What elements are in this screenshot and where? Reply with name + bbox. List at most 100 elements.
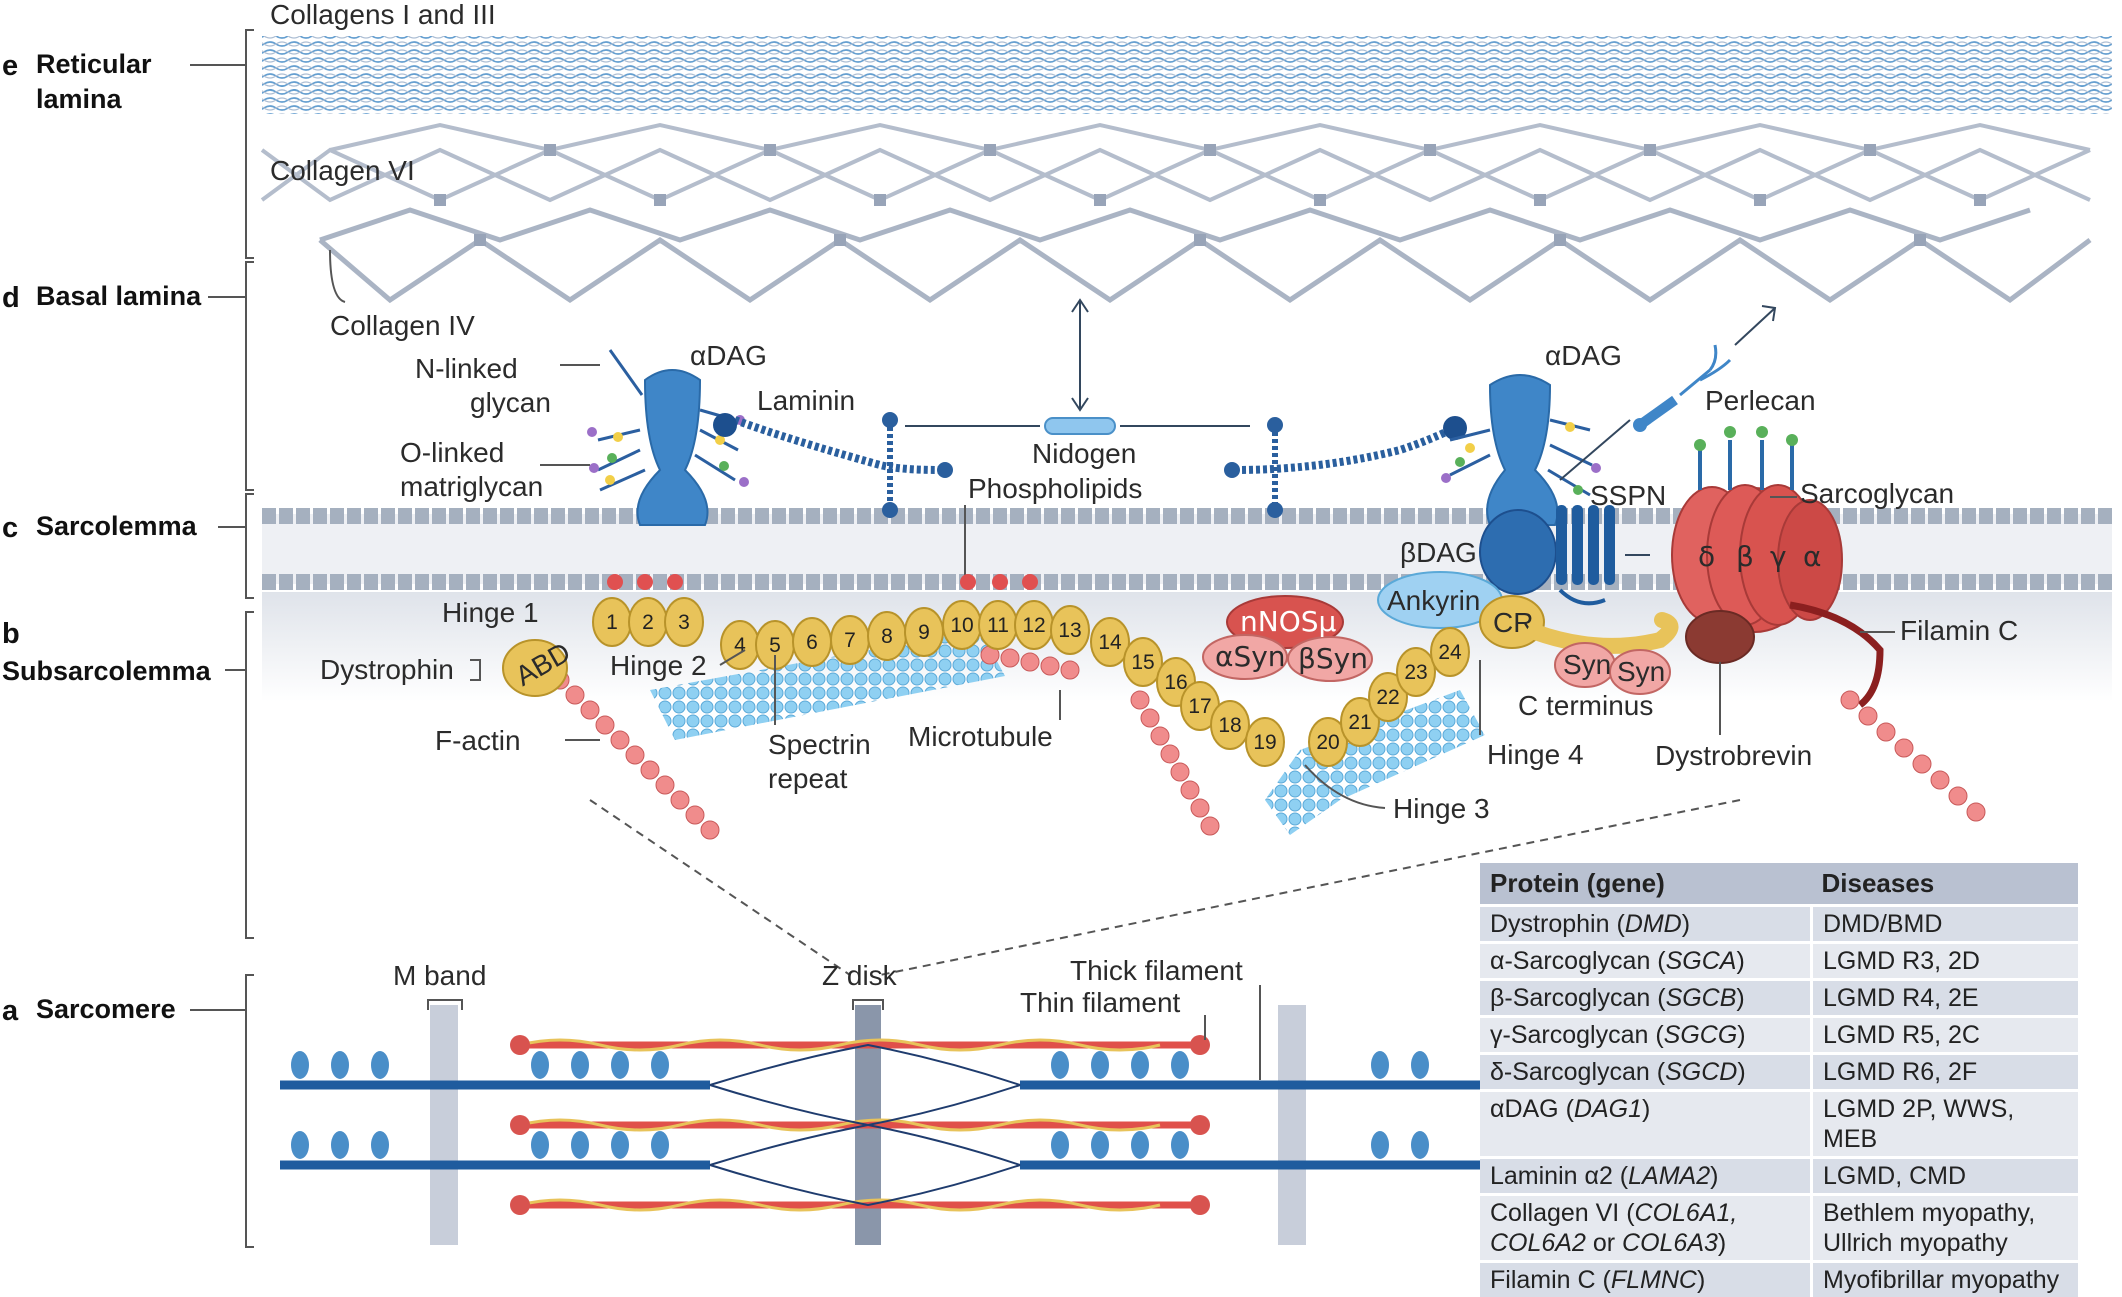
collagen-iv-network [320, 210, 2090, 300]
filamin-c-label: Filamin C [1900, 615, 2018, 646]
collagen-vi-network [262, 125, 2090, 200]
bsyn-label: βSyn [1298, 642, 1368, 675]
gene-name: LAMA2 [1628, 1162, 1710, 1190]
spectrin-repeat-number-22: 22 [1376, 686, 1399, 709]
sarcoglycan-delta-label: δ [1698, 540, 1715, 573]
gene-name: SGCG [1664, 1021, 1738, 1049]
spectrin-label: Spectrin [768, 729, 871, 760]
o-linked-label: O-linked [400, 437, 504, 468]
spectrin-repeat-number-14: 14 [1098, 631, 1122, 654]
table-row: Laminin α2 (LAMA2)LGMD, CMD [1480, 1158, 2078, 1195]
disease-cell: LGMD R5, 2C [1812, 1017, 2079, 1054]
syn1-label: Syn [1563, 649, 1611, 680]
spectrin-repeat-number-17: 17 [1188, 695, 1211, 718]
table-row: δ-Sarcoglycan (SGCD)LGMD R6, 2F [1480, 1054, 2078, 1091]
z-disk-label: Z disk [822, 960, 898, 991]
table-row: α-Sarcoglycan (SGCA)LGMD R3, 2D [1480, 943, 2078, 980]
alpha-dag-right-label: αDAG [1545, 340, 1622, 371]
nidogen [905, 300, 1250, 434]
m-band-label: M band [393, 960, 486, 991]
alpha-dag-left [587, 350, 749, 525]
matriglycan-label: matriglycan [400, 471, 543, 502]
section-name-subsarcolemma: Subsarcolemma [2, 656, 212, 686]
section-e-label: e Reticular lamina [2, 49, 152, 114]
table-header-row: Protein (gene) Diseases [1480, 863, 2078, 906]
gene-name: SGCD [1665, 1058, 1737, 1086]
section-a-label: a Sarcomere [2, 994, 176, 1027]
protein-disease-table: Protein (gene) Diseases Dystrophin (DMD)… [1480, 863, 2078, 1297]
spectrin-repeat-number-11: 11 [987, 614, 1009, 637]
table-row: αDAG (DAG1)LGMD 2P, WWS, MEB [1480, 1091, 2078, 1158]
nnos-label: nNOSμ [1240, 605, 1337, 638]
sarcoglycan-gamma-label: γ [1770, 540, 1787, 573]
alpha-dag-left-label: αDAG [690, 340, 767, 371]
gene-name: FLMNC [1611, 1266, 1697, 1294]
disease-cell: LGMD R4, 2E [1812, 980, 2079, 1017]
beta-dag-label: βDAG [1400, 537, 1477, 568]
laminin-right [1224, 416, 1467, 518]
f-actin-label: F-actin [435, 725, 521, 756]
spectrin-repeat-number-13: 13 [1058, 619, 1081, 642]
spectrin-repeat-number-19: 19 [1253, 731, 1276, 754]
ankyrin-label: Ankyrin [1387, 585, 1480, 616]
collagen-i-iii-fibrils [262, 36, 2112, 114]
section-letter-d: d [2, 282, 20, 314]
protein-gene-cell: αDAG (DAG1) [1480, 1091, 1812, 1158]
sspn-label: SSPN [1590, 480, 1666, 511]
spectrin-repeat-number-8: 8 [881, 625, 893, 648]
thick-filament-label: Thick filament [1070, 955, 1243, 986]
glycan-label: glycan [470, 387, 551, 418]
protein-gene-cell: Collagen VI (COL6A1,COL6A2 or COL6A3) [1480, 1195, 1812, 1262]
protein-gene-cell: Filamin C (FLMNC) [1480, 1262, 1812, 1297]
repeat-label: repeat [768, 763, 848, 794]
gene-name: DMD [1625, 910, 1682, 938]
protein-gene-cell: Laminin α2 (LAMA2) [1480, 1158, 1812, 1195]
disease-cell: LGMD R3, 2D [1812, 943, 2079, 980]
phospholipids-label: Phospholipids [968, 473, 1142, 504]
disease-cell: LGMD, CMD [1812, 1158, 2079, 1195]
hinge3-label: Hinge 3 [1393, 793, 1490, 824]
section-c-label: c Sarcolemma [2, 511, 198, 544]
section-name-reticular: Reticular [36, 49, 152, 79]
asyn-label: αSyn [1215, 640, 1286, 673]
microtubule-label: Microtubule [908, 721, 1053, 752]
disease-cell: LGMD R6, 2F [1812, 1054, 2079, 1091]
spectrin-repeat-number-2: 2 [642, 611, 654, 634]
table-row: γ-Sarcoglycan (SGCG)LGMD R5, 2C [1480, 1017, 2078, 1054]
alpha-dag-right [1441, 375, 1601, 525]
dystrobrevin [1686, 611, 1754, 663]
section-name-lamina: lamina [36, 84, 123, 114]
spectrin-repeat-number-6: 6 [806, 631, 818, 654]
hinge4-label: Hinge 4 [1487, 739, 1584, 770]
gene-name: SGCB [1666, 984, 1737, 1012]
section-name-sarcomere: Sarcomere [36, 994, 176, 1024]
spectrin-repeat-number-9: 9 [918, 621, 930, 644]
gene-name: SGCA [1666, 947, 1737, 975]
beta-dag [1480, 510, 1556, 594]
perlecan-label: Perlecan [1705, 385, 1816, 416]
protein-gene-cell: α-Sarcoglycan (SGCA) [1480, 943, 1812, 980]
spectrin-repeat-number-1: 1 [606, 611, 618, 634]
c-terminus-label: C terminus [1518, 690, 1653, 721]
nidogen-label: Nidogen [1032, 438, 1136, 469]
table-row: Dystrophin (DMD)DMD/BMD [1480, 906, 2078, 943]
sarcoglycan-complex [1672, 426, 1842, 632]
collagens-i-iii-label: Collagens I and III [270, 0, 496, 30]
collagen-iv-label: Collagen IV [330, 310, 475, 341]
section-b-label: b Subsarcolemma [2, 618, 212, 686]
laminin-label: Laminin [757, 385, 855, 416]
section-letter-e: e [2, 50, 18, 82]
section-letter-b: b [2, 618, 20, 650]
section-letter-c: c [2, 512, 18, 544]
table-row: Collagen VI (COL6A1,COL6A2 or COL6A3)Bet… [1480, 1195, 2078, 1262]
spectrin-repeat-number-23: 23 [1404, 661, 1427, 684]
section-name-sarcolemma: Sarcolemma [36, 511, 198, 541]
sarcomere [280, 1005, 1540, 1245]
sarcoglycan-beta-label: β [1736, 540, 1754, 573]
protein-gene-cell: β-Sarcoglycan (SGCB) [1480, 980, 1812, 1017]
table-header-protein: Protein (gene) [1480, 863, 1812, 906]
spectrin-repeat-number-18: 18 [1218, 714, 1241, 737]
disease-cell: Myofibrillar myopathy [1812, 1262, 2079, 1297]
protein-gene-cell: δ-Sarcoglycan (SGCD) [1480, 1054, 1812, 1091]
